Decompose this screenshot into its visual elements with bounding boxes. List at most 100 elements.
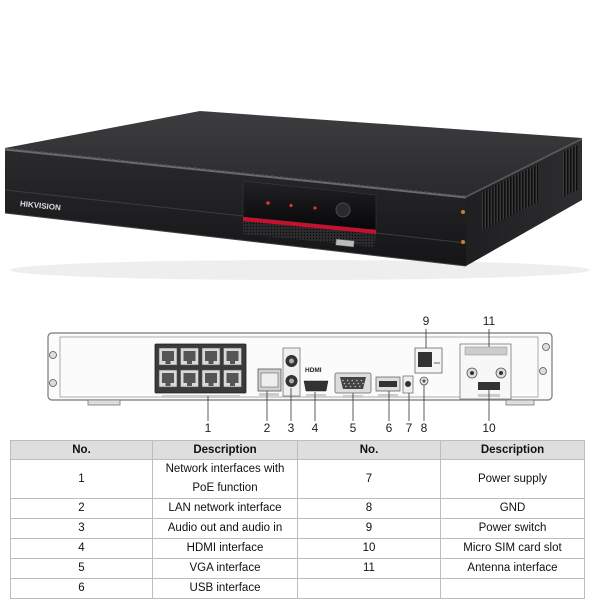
row-no-right: 7 xyxy=(297,459,441,499)
device-shadow xyxy=(10,260,590,280)
audio-in-jack-core xyxy=(289,378,294,384)
poe-port-notch xyxy=(165,383,171,386)
vga-pin xyxy=(362,382,364,385)
vga-pin xyxy=(346,379,349,382)
poe-port-notch xyxy=(208,383,214,386)
vga-pin xyxy=(360,379,363,382)
vga-pin xyxy=(345,385,347,388)
row-description-left: LAN network interface xyxy=(152,498,298,519)
side-vent-grille-rear xyxy=(563,145,578,197)
poe-port xyxy=(180,347,199,366)
poe-port-socket xyxy=(183,351,196,361)
poe-port xyxy=(201,347,221,366)
poe-port xyxy=(223,369,242,388)
screw-icon xyxy=(49,351,57,359)
front-divider-line-right xyxy=(375,232,467,244)
callout-4: 4 xyxy=(312,421,319,435)
audio-out-jack-core xyxy=(289,358,294,364)
front-usb-port-icon xyxy=(335,238,355,248)
row-no-right xyxy=(297,578,441,599)
device-top-face xyxy=(5,111,582,196)
nvr-device-photo: HIKVISION xyxy=(4,111,590,280)
poe-port-notch xyxy=(187,383,192,386)
poe-ports xyxy=(158,347,242,388)
poe-port-notch xyxy=(208,361,214,364)
status-led-icon xyxy=(266,201,270,205)
usb-port-socket xyxy=(379,381,397,387)
product-figure: HIKVISION xyxy=(4,111,590,435)
poe-port-notch xyxy=(165,361,171,364)
row-description-left: Audio out and audio in xyxy=(152,518,298,539)
rubber-foot xyxy=(505,399,535,406)
header-no-right: No. xyxy=(297,440,441,460)
label-strip xyxy=(259,393,279,396)
rubber-foot xyxy=(87,399,121,406)
row-description-right: GND xyxy=(440,498,585,519)
row-description-right: Power switch xyxy=(440,518,585,539)
callout-7: 7 xyxy=(406,421,413,435)
vga-pin xyxy=(354,385,357,388)
row-description-left: Network interfaces with PoE function xyxy=(152,459,298,499)
rear-panel-diagram: HDMI xyxy=(47,314,553,435)
side-vent-grille xyxy=(482,164,538,230)
front-bottom-edge xyxy=(4,212,467,267)
vga-pin xyxy=(357,382,360,385)
row-no-left: 4 xyxy=(10,538,153,559)
side-indicator-icon xyxy=(461,210,465,214)
vga-pin xyxy=(359,385,361,388)
vga-pin xyxy=(349,385,352,388)
callout-10: 10 xyxy=(482,421,496,435)
power-switch-rocker xyxy=(418,352,432,367)
screw-icon xyxy=(542,343,550,351)
screw-icon xyxy=(49,379,57,387)
vga-pin xyxy=(352,382,355,385)
hdd-led-icon xyxy=(313,206,317,210)
poe-port-socket xyxy=(162,373,174,383)
vga-pin xyxy=(343,382,346,385)
row-no-right: 9 xyxy=(297,518,441,539)
power-jack-icon xyxy=(405,381,411,387)
callout-2: 2 xyxy=(264,421,271,435)
rear-panel-inner xyxy=(59,336,539,398)
poe-port xyxy=(158,347,178,366)
poe-port xyxy=(180,369,199,388)
front-button-icon xyxy=(335,202,351,218)
row-no-right: 8 xyxy=(297,498,441,519)
row-description-right xyxy=(440,578,585,599)
table-row: 2 LAN network interface 8 GND xyxy=(10,498,585,519)
callout-5: 5 xyxy=(350,421,357,435)
label-strip xyxy=(162,395,240,398)
row-description-left: HDMI interface xyxy=(152,538,298,559)
row-description-left: VGA interface xyxy=(152,558,298,579)
antenna-connector-core xyxy=(499,371,503,375)
callout-8: 8 xyxy=(421,421,428,435)
front-divider-line xyxy=(4,189,244,217)
table-header-row: No. Description No. Description xyxy=(10,440,585,460)
mounting-screws xyxy=(49,343,550,387)
callout-1: 1 xyxy=(205,421,212,435)
poe-port-socket xyxy=(183,373,196,383)
vga-pin xyxy=(342,379,344,382)
row-no-right: 11 xyxy=(297,558,441,579)
label-strip xyxy=(434,362,440,364)
row-description-right: Antenna interface xyxy=(440,558,585,579)
row-no-left: 1 xyxy=(10,459,153,499)
callout-9: 9 xyxy=(423,314,430,328)
callout-3: 3 xyxy=(288,421,295,435)
row-description-right: Micro SIM card slot xyxy=(440,538,585,559)
row-no-left: 3 xyxy=(10,518,153,539)
callout-11: 11 xyxy=(483,314,496,328)
poe-port-notch xyxy=(230,383,235,386)
hdmi-port xyxy=(303,380,329,392)
header-no-left: No. xyxy=(10,440,153,460)
micro-sim-slot xyxy=(478,382,500,390)
poe-port-notch xyxy=(230,361,235,364)
callout-6: 6 xyxy=(386,421,393,435)
poe-port-socket xyxy=(205,351,217,361)
row-description-right: Power supply xyxy=(440,459,585,499)
table-row: 1 Network interfaces with PoE function 7… xyxy=(10,459,585,499)
side-top-bevel xyxy=(465,138,583,198)
gnd-terminal-core xyxy=(422,379,426,383)
table-row: 5 VGA interface 11 Antenna interface xyxy=(10,558,585,579)
lan-port-socket xyxy=(260,372,279,388)
